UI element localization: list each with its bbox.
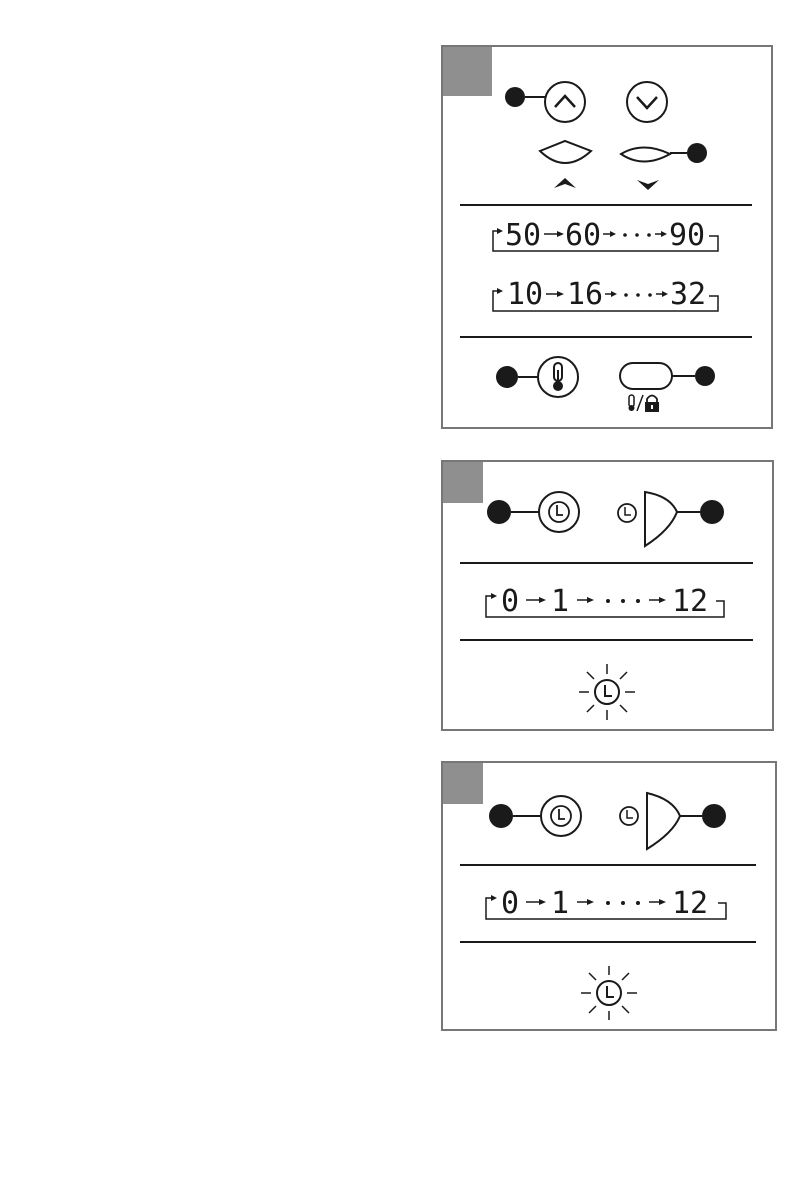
callout-dot [487,500,511,524]
display-value: 10 [507,277,543,312]
callout-dot [489,804,513,828]
display-value: 0 [501,584,519,619]
display-value: 90 [669,218,705,253]
display-value: 50 [505,218,541,253]
panel-frame [442,46,772,428]
display-value: 1 [551,584,569,619]
display-value: 60 [565,218,601,253]
step-tab [443,47,492,96]
panel-temperature: 50 60 90 10 16 [441,45,773,429]
callout-dot [702,804,726,828]
panel-timer-2: 0 1 12 [441,761,777,1031]
callout-dot [505,87,525,107]
down-button[interactable] [627,82,667,122]
display-value: 16 [567,277,603,312]
panel-timer-1: 0 1 12 [441,460,774,731]
display-value: 0 [501,886,519,921]
callout-dot [687,143,707,163]
panel-temperature-graphic: 50 60 90 10 16 [441,45,773,429]
timer-button[interactable] [541,796,581,836]
display-value: 12 [672,584,708,619]
lock-button[interactable] [620,363,672,389]
callout-dot [496,366,518,388]
panel-timer-1-graphic: 0 1 12 [441,460,774,731]
display-value: 12 [672,886,708,921]
step-tab [443,763,483,804]
panel-timer-2-graphic: 0 1 12 [441,761,777,1031]
callout-dot [695,366,715,386]
step-tab [443,462,483,503]
up-button[interactable] [545,82,585,122]
timer-button[interactable] [539,492,579,532]
display-value: 1 [551,886,569,921]
display-value: 32 [670,277,706,312]
temperature-button[interactable] [538,357,578,397]
callout-dot [700,500,724,524]
